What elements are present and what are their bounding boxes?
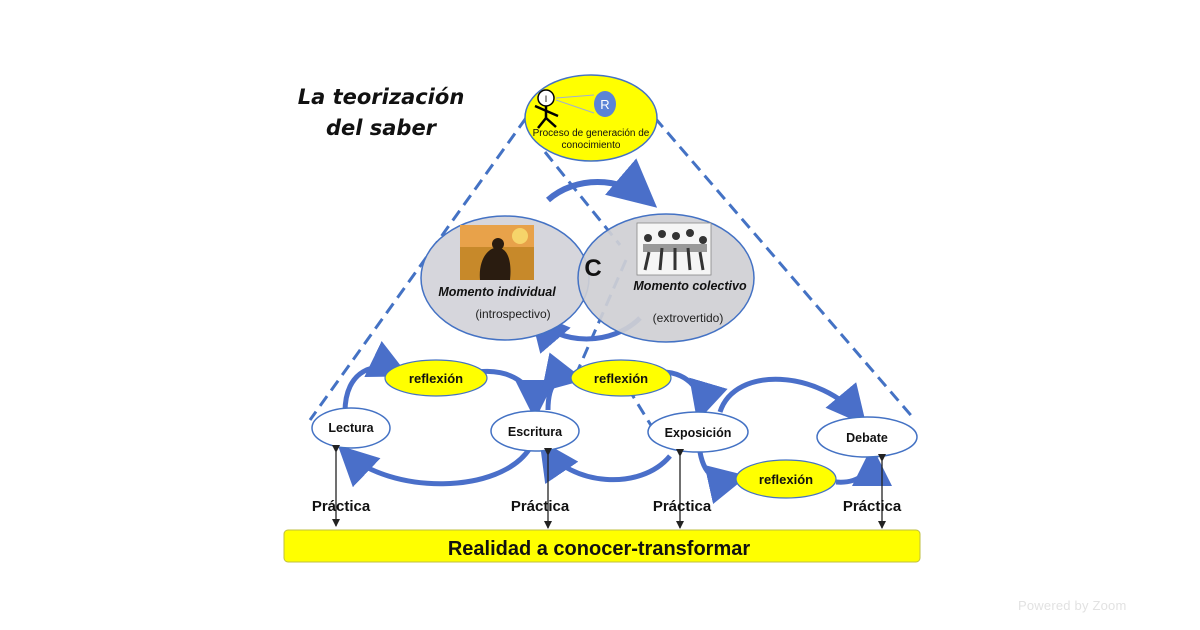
- reflexion-label-3: reflexión: [759, 472, 813, 487]
- practica-labels: Práctica Práctica Práctica Práctica: [312, 498, 902, 515]
- colectivo-title: Momento colectivo: [633, 279, 747, 293]
- colectivo-photo-icon: [636, 222, 712, 276]
- node-escritura: [490, 410, 580, 452]
- individual-title: Momento individual: [438, 285, 556, 299]
- r-label: R: [600, 97, 609, 112]
- person-label: I: [545, 94, 548, 104]
- reflexion-oval-1: [384, 359, 488, 397]
- top-node-ellipse: [524, 74, 658, 162]
- arrow-exposicion-to-reflexion3: [697, 451, 748, 505]
- venn-center-label: C: [584, 255, 601, 282]
- reality-bar-label: Realidad a conocer-transformar: [448, 538, 751, 560]
- reflexion-ovals: reflexión reflexión reflexión: [384, 359, 837, 499]
- top-process-node: I R Proceso de generación de conocimient…: [524, 74, 658, 162]
- colectivo-subtitle: (extrovertido): [653, 311, 724, 325]
- reality-bar: [283, 529, 921, 563]
- node-debate-label: Debate: [846, 431, 888, 445]
- reflexion-oval-3: [735, 459, 837, 499]
- arrow-escritura-to-reflexion2: [541, 352, 585, 411]
- person-icon: I: [534, 89, 559, 129]
- practica-arrows: [332, 445, 886, 529]
- title-line-1: La teorización: [297, 85, 465, 109]
- arrow-exposicion-to-debate: [717, 376, 867, 426]
- reality-r-icon: [594, 91, 616, 117]
- top-node-line1: Proceso de generación de: [533, 128, 650, 139]
- link-line-1: [555, 94, 595, 99]
- node-exposicion: [647, 411, 749, 453]
- triangle-left-edge: [308, 117, 528, 421]
- individual-photo-icon: [460, 225, 534, 280]
- practica-label-3: Práctica: [653, 498, 712, 515]
- triangle-right-edge: [653, 117, 917, 421]
- individual-subtitle: (introspectivo): [475, 307, 550, 321]
- node-debate: [816, 416, 918, 458]
- zoom-watermark: Powered by Zoom: [1018, 598, 1127, 613]
- diagram-title: La teorización del saber: [286, 82, 476, 144]
- arrow-exposicion-to-escritura: [539, 439, 672, 485]
- practica-label-4: Práctica: [843, 498, 902, 515]
- arrow-reflexion3-to-debate: [835, 446, 892, 487]
- venn-top-arrow: [546, 158, 658, 208]
- node-lectura: [311, 407, 391, 449]
- title-line-2: del saber: [325, 116, 437, 140]
- practica-label-1: Práctica: [312, 498, 371, 515]
- venn-diagram: C Momento individual (introspectivo) Mom…: [420, 213, 755, 343]
- reflexion-oval-2: [570, 359, 672, 397]
- link-line-2: [555, 99, 595, 114]
- top-node-line2: conocimiento: [562, 140, 621, 151]
- arrow-escritura-to-lectura: [337, 445, 533, 488]
- node-escritura-label: Escritura: [508, 425, 563, 439]
- triangle-inner-right: [626, 387, 662, 441]
- node-lectura-label: Lectura: [328, 421, 374, 435]
- practica-label-2: Práctica: [511, 498, 570, 515]
- arrow-reflexion1-to-escritura: [477, 368, 555, 420]
- reflexion-label-1: reflexión: [409, 371, 463, 386]
- activity-nodes: Lectura Escritura Exposición Debate: [311, 407, 918, 458]
- node-exposicion-label: Exposición: [665, 426, 732, 440]
- reflexion-label-2: reflexión: [594, 371, 648, 386]
